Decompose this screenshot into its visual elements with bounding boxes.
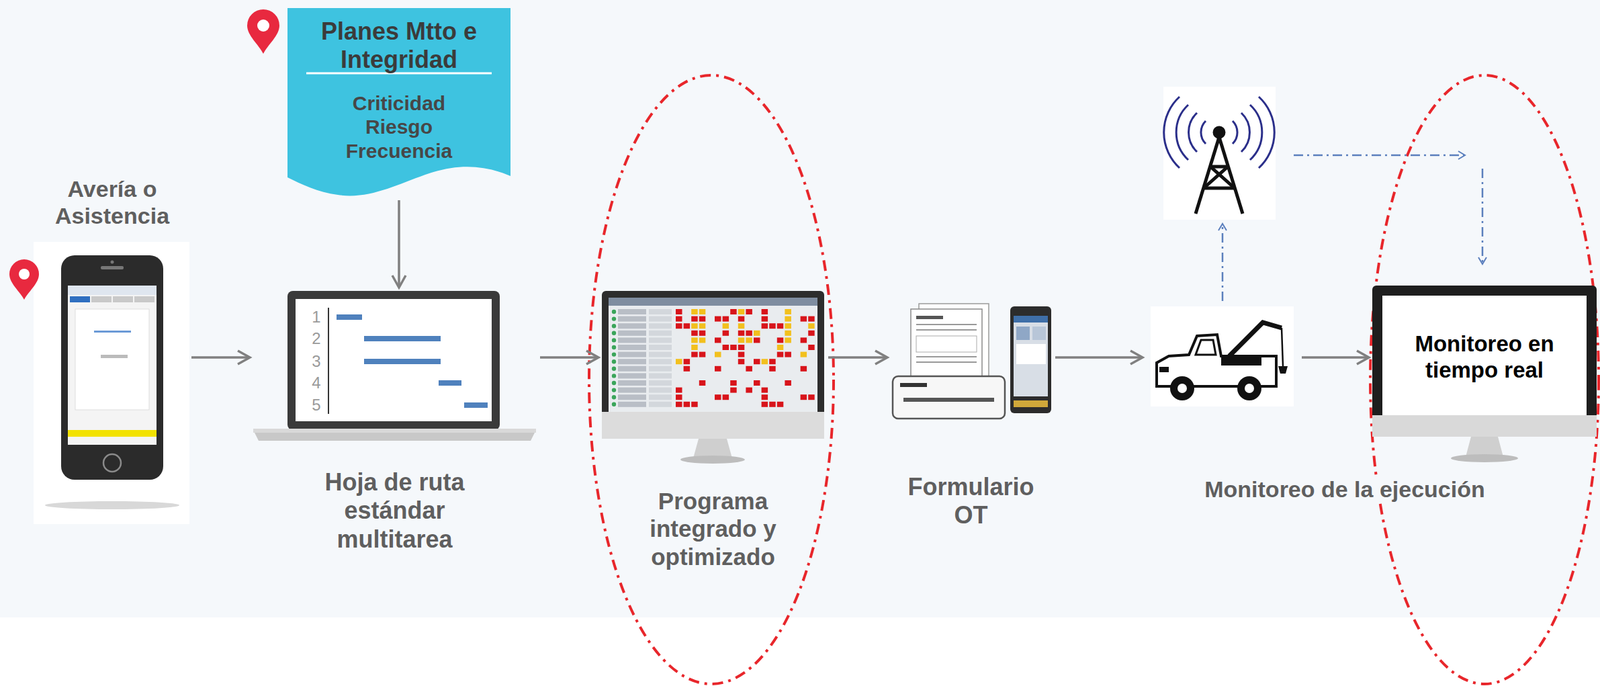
node-body: Criticidad Riesgo Frecuencia xyxy=(325,91,473,163)
printer-illustration xyxy=(892,303,1052,419)
signal-arrows xyxy=(1222,155,1483,301)
flow-arrow xyxy=(191,357,250,359)
map-pin xyxy=(9,259,39,300)
row-number: 5 xyxy=(311,395,321,415)
background-band xyxy=(0,0,1600,618)
node-title: Formulario OT xyxy=(894,472,1049,530)
antenna-illustration xyxy=(1163,86,1276,220)
row-number: 2 xyxy=(311,329,321,348)
monitor-illustration xyxy=(601,290,825,464)
row-number: 3 xyxy=(311,351,321,371)
map-pin xyxy=(247,9,280,54)
node-title: Monitoreo en tiempo real xyxy=(1397,331,1572,384)
monitor-node: Programa integrado y optimizado xyxy=(601,290,825,607)
node-title: Planes Mtto e Integridad xyxy=(298,17,500,75)
monitor-node: Monitoreo en tiempo real xyxy=(1372,285,1597,461)
monitor-illustration xyxy=(1372,285,1597,463)
row-number: 4 xyxy=(311,373,321,393)
row-number: 1 xyxy=(311,307,321,327)
highlight-ellipse xyxy=(1370,75,1599,684)
flow-arrow xyxy=(828,357,887,359)
laptop-node: Hoja de ruta estándar multitarea xyxy=(253,290,537,567)
node-title: Hoja de ruta estándar multitarea xyxy=(294,468,496,554)
flow-arrow xyxy=(398,200,400,287)
node-title: Programa integrado y optimizado xyxy=(626,486,801,571)
phone-node: Avería o Asistencia xyxy=(36,171,188,487)
laptop-illustration xyxy=(253,290,537,441)
phone-illustration xyxy=(33,241,190,524)
form-node: Formulario OT xyxy=(890,295,1052,538)
highlight-ellipse xyxy=(589,75,834,684)
flow-arrow xyxy=(1055,357,1369,359)
tow-truck-illustration xyxy=(1150,306,1294,407)
plan-box: Planes Mtto e IntegridadCriticidad Riesg… xyxy=(287,8,511,198)
flow-arrow xyxy=(540,357,598,359)
node-title: Avería o Asistencia xyxy=(36,175,188,230)
stage-label: Monitoreo de la ejecución xyxy=(1200,476,1490,503)
